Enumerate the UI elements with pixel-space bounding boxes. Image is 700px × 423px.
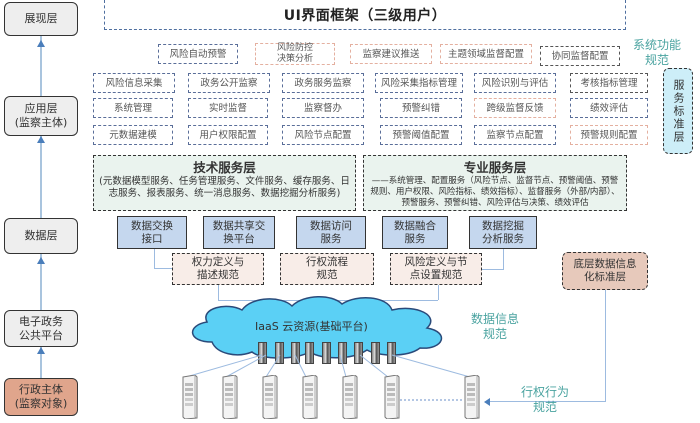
function-box: 协同监督配置 xyxy=(540,46,620,66)
connector-line xyxy=(438,285,439,300)
network-line xyxy=(225,354,267,378)
server-icon xyxy=(300,374,318,420)
data-info-norm-label: 数据信息 规范 xyxy=(470,312,519,341)
connector-line xyxy=(154,268,174,269)
rack-server-icon xyxy=(258,342,267,364)
connector-line xyxy=(218,285,219,300)
rack-server-icon xyxy=(305,342,314,364)
arrow-up-icon xyxy=(37,136,45,143)
connector-line xyxy=(605,290,606,402)
arrow-left-icon xyxy=(484,398,490,406)
function-box: 政务服务监察 xyxy=(282,73,364,93)
function-box: 绩效评估 xyxy=(570,98,648,118)
data-service-box: 数据交换 接口 xyxy=(117,216,187,249)
function-box: 监察节点配置 xyxy=(474,125,556,145)
norm-box: 风险定义与节 点设置规范 xyxy=(390,253,482,285)
power-behavior-norm-label: 行权行为 规范 xyxy=(520,385,569,414)
network-line xyxy=(339,354,347,378)
function-box: 风险防控 决策分析 xyxy=(255,43,335,65)
norm-box: 行权流程 规范 xyxy=(280,253,374,285)
layer-administrative-subject: 行政主体 (监察对象) xyxy=(4,378,78,416)
function-box: 监察督办 xyxy=(282,98,364,118)
function-box: 考核指标管理 xyxy=(570,73,648,93)
network-line xyxy=(294,354,307,378)
function-box: 政务公开监察 xyxy=(188,73,270,93)
network-line xyxy=(265,354,281,378)
cloud-label: IaaS 云资源(基础平台) xyxy=(255,320,368,333)
tech-service-layer: 技术服务层 (元数据模型服务、任务管理服务、文件服务、缓存服务、日志服务、报表服… xyxy=(93,155,356,211)
connector-line xyxy=(154,249,155,269)
service-standard-layer: 服务标准层 xyxy=(663,68,693,154)
function-box: 实时监督 xyxy=(188,98,268,118)
function-box: 用户权限配置 xyxy=(188,125,268,145)
rack-server-icon xyxy=(322,342,331,364)
layer-application: 应用层 (监察主体) xyxy=(4,96,78,136)
arrow-up-icon xyxy=(37,257,45,264)
server-icon xyxy=(260,374,278,420)
network-line xyxy=(391,354,471,378)
function-box: 监察建议推送 xyxy=(350,44,432,64)
layer-egov-platform: 电子政务 公共平台 xyxy=(4,310,78,347)
function-box: 跨级监督反馈 xyxy=(474,98,556,118)
function-box: 预警规则配置 xyxy=(570,125,648,145)
function-box: 风险采集指标管理 xyxy=(375,73,463,93)
rack-server-icon xyxy=(275,342,284,364)
function-box: 系统管理 xyxy=(93,98,173,118)
ui-framework-title: UI界面框架（三级用户） xyxy=(104,0,626,30)
rack-server-icon xyxy=(354,342,363,364)
connector-line xyxy=(503,249,504,269)
data-service-box: 数据融合 服务 xyxy=(382,216,448,249)
arrow-up-icon xyxy=(37,347,45,354)
layer-data: 数据层 xyxy=(4,218,78,254)
arrow-up-icon xyxy=(37,40,45,47)
server-icon xyxy=(220,374,238,420)
server-icon xyxy=(180,374,198,420)
pro-service-desc: ——系统管理、配置服务（风险节点、监督节点、预警阈值、预警规则、用户权限、风险指… xyxy=(370,176,620,208)
tech-service-desc: (元数据模型服务、任务管理服务、文件服务、缓存服务、日志服务、报表服务、统一消息… xyxy=(99,176,350,199)
rack-server-icon xyxy=(387,342,396,364)
function-box: 元数据建模 xyxy=(93,125,173,145)
function-box: 风险节点配置 xyxy=(282,125,364,145)
pro-service-layer: 专业服务层 ——系统管理、配置服务（风险节点、监督节点、预警阈值、预警规则、用户… xyxy=(363,155,627,211)
function-box: 预警纠错 xyxy=(380,98,462,118)
connector-line xyxy=(489,401,606,402)
server-icon xyxy=(340,374,358,420)
connector-line xyxy=(482,269,504,270)
server-icon xyxy=(382,374,400,420)
server-icon xyxy=(462,374,480,420)
function-box: 主题领域监督配置 xyxy=(440,44,532,64)
function-box: 风险自动预警 xyxy=(158,44,238,64)
tech-service-title: 技术服务层 xyxy=(193,160,256,175)
system-function-norm-label: 系统功能 规范 xyxy=(632,38,681,67)
data-service-box: 数据访问 服务 xyxy=(296,216,366,249)
data-service-box: 数据共享交 换平台 xyxy=(203,216,275,249)
pro-service-title: 专业服务层 xyxy=(463,160,527,175)
norm-box: 权力定义与 描述规范 xyxy=(172,253,264,285)
network-line xyxy=(185,354,263,378)
function-box: 风险信息采集 xyxy=(93,73,175,93)
function-box: 预警阈值配置 xyxy=(380,125,462,145)
function-box: 风险识别与评估 xyxy=(474,73,556,93)
data-service-box: 数据挖掘 分析服务 xyxy=(469,216,537,249)
base-data-standard-layer: 底层数据信息 化标准层 xyxy=(562,252,648,290)
network-line xyxy=(359,354,389,378)
layer-presentation: 展现层 xyxy=(4,2,78,36)
rack-server-icon xyxy=(291,342,300,364)
rack-server-icon xyxy=(371,342,380,364)
